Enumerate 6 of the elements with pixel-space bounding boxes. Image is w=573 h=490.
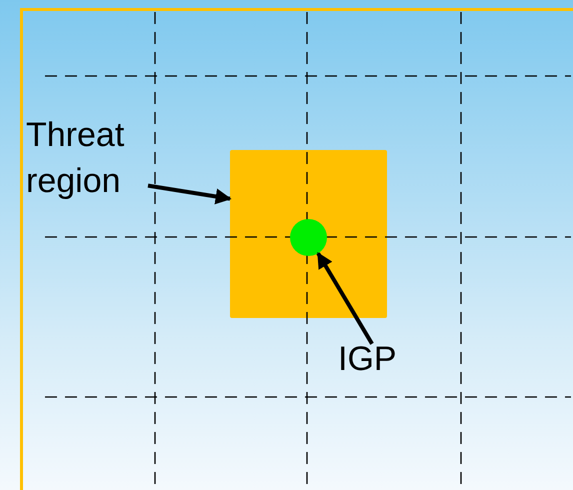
callout-text: IGP bbox=[338, 336, 412, 382]
callout-text: Threat region bbox=[26, 112, 148, 204]
threat-region-square bbox=[230, 150, 387, 318]
arrow bbox=[316, 252, 374, 345]
arrow bbox=[148, 184, 232, 204]
igp-dot bbox=[290, 219, 327, 256]
